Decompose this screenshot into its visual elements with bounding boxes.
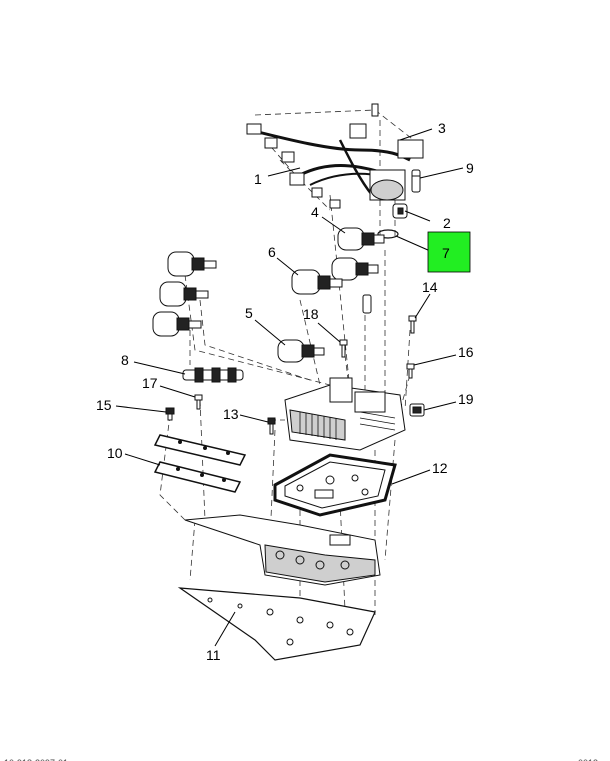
callout-4[interactable]: 4 — [311, 204, 319, 220]
spool-valve-part-8 — [182, 367, 244, 383]
solenoid-part-6 — [291, 269, 343, 295]
callout-11[interactable]: 11 — [206, 647, 221, 663]
gasket-lower-part-10 — [153, 461, 242, 493]
spacer-plate-part-11 — [177, 587, 376, 661]
bolt-part-13 — [267, 417, 276, 435]
callout-12[interactable]: 12 — [432, 460, 448, 476]
valve-body-upper — [284, 377, 406, 451]
callout-10[interactable]: 10 — [107, 445, 123, 461]
callout-15[interactable]: 15 — [96, 397, 112, 413]
solenoid-part-4 — [337, 227, 385, 251]
callout-17[interactable]: 17 — [142, 375, 158, 391]
callout-16[interactable]: 16 — [458, 344, 474, 360]
sensor-pin — [362, 294, 372, 314]
bolt-part-16 — [406, 363, 415, 379]
solenoid-part-5 — [277, 339, 325, 363]
callout-3[interactable]: 3 — [438, 120, 446, 136]
bolt-part-15 — [165, 407, 175, 421]
pin-part-9 — [411, 169, 421, 193]
separator-plate-part-12 — [273, 453, 397, 517]
callout-13[interactable]: 13 — [223, 406, 239, 422]
callout-1[interactable]: 1 — [254, 171, 262, 187]
connector-part-2 — [392, 203, 408, 219]
callout-9[interactable]: 9 — [466, 160, 474, 176]
wiring-harness — [246, 103, 424, 209]
solenoid-left-middle — [159, 281, 209, 307]
callout-8[interactable]: 8 — [121, 352, 129, 368]
callout-18[interactable]: 18 — [303, 306, 319, 322]
callout-14[interactable]: 14 — [422, 279, 438, 295]
bolt-part-17 — [194, 394, 203, 410]
bolt-part-18 — [339, 339, 348, 358]
callout-19[interactable]: 19 — [458, 391, 474, 407]
solenoid-upper-right — [331, 257, 379, 281]
solenoid-left-top — [167, 251, 217, 277]
footer-right-code: 0013 — [578, 758, 598, 761]
callout-7[interactable]: 7 — [442, 245, 450, 261]
callout-5[interactable]: 5 — [245, 305, 253, 321]
fitting-part-19 — [409, 403, 425, 417]
highlight-box-part-7 — [427, 231, 471, 273]
valve-body-lower — [184, 514, 381, 586]
footer-left-code: 10-918-2097-01 — [4, 758, 68, 761]
callout-2[interactable]: 2 — [443, 215, 451, 231]
callout-labels: 1 2 3 4 5 6 7 8 9 10 11 12 13 14 15 16 1… — [96, 120, 474, 663]
leader-lines — [115, 128, 464, 647]
solenoid-left-bottom — [152, 311, 202, 337]
gasket-upper-part-10 — [153, 434, 247, 466]
callout-6[interactable]: 6 — [268, 244, 276, 260]
o-ring-part-7 — [377, 229, 399, 239]
bolt-part-14 — [408, 315, 417, 334]
